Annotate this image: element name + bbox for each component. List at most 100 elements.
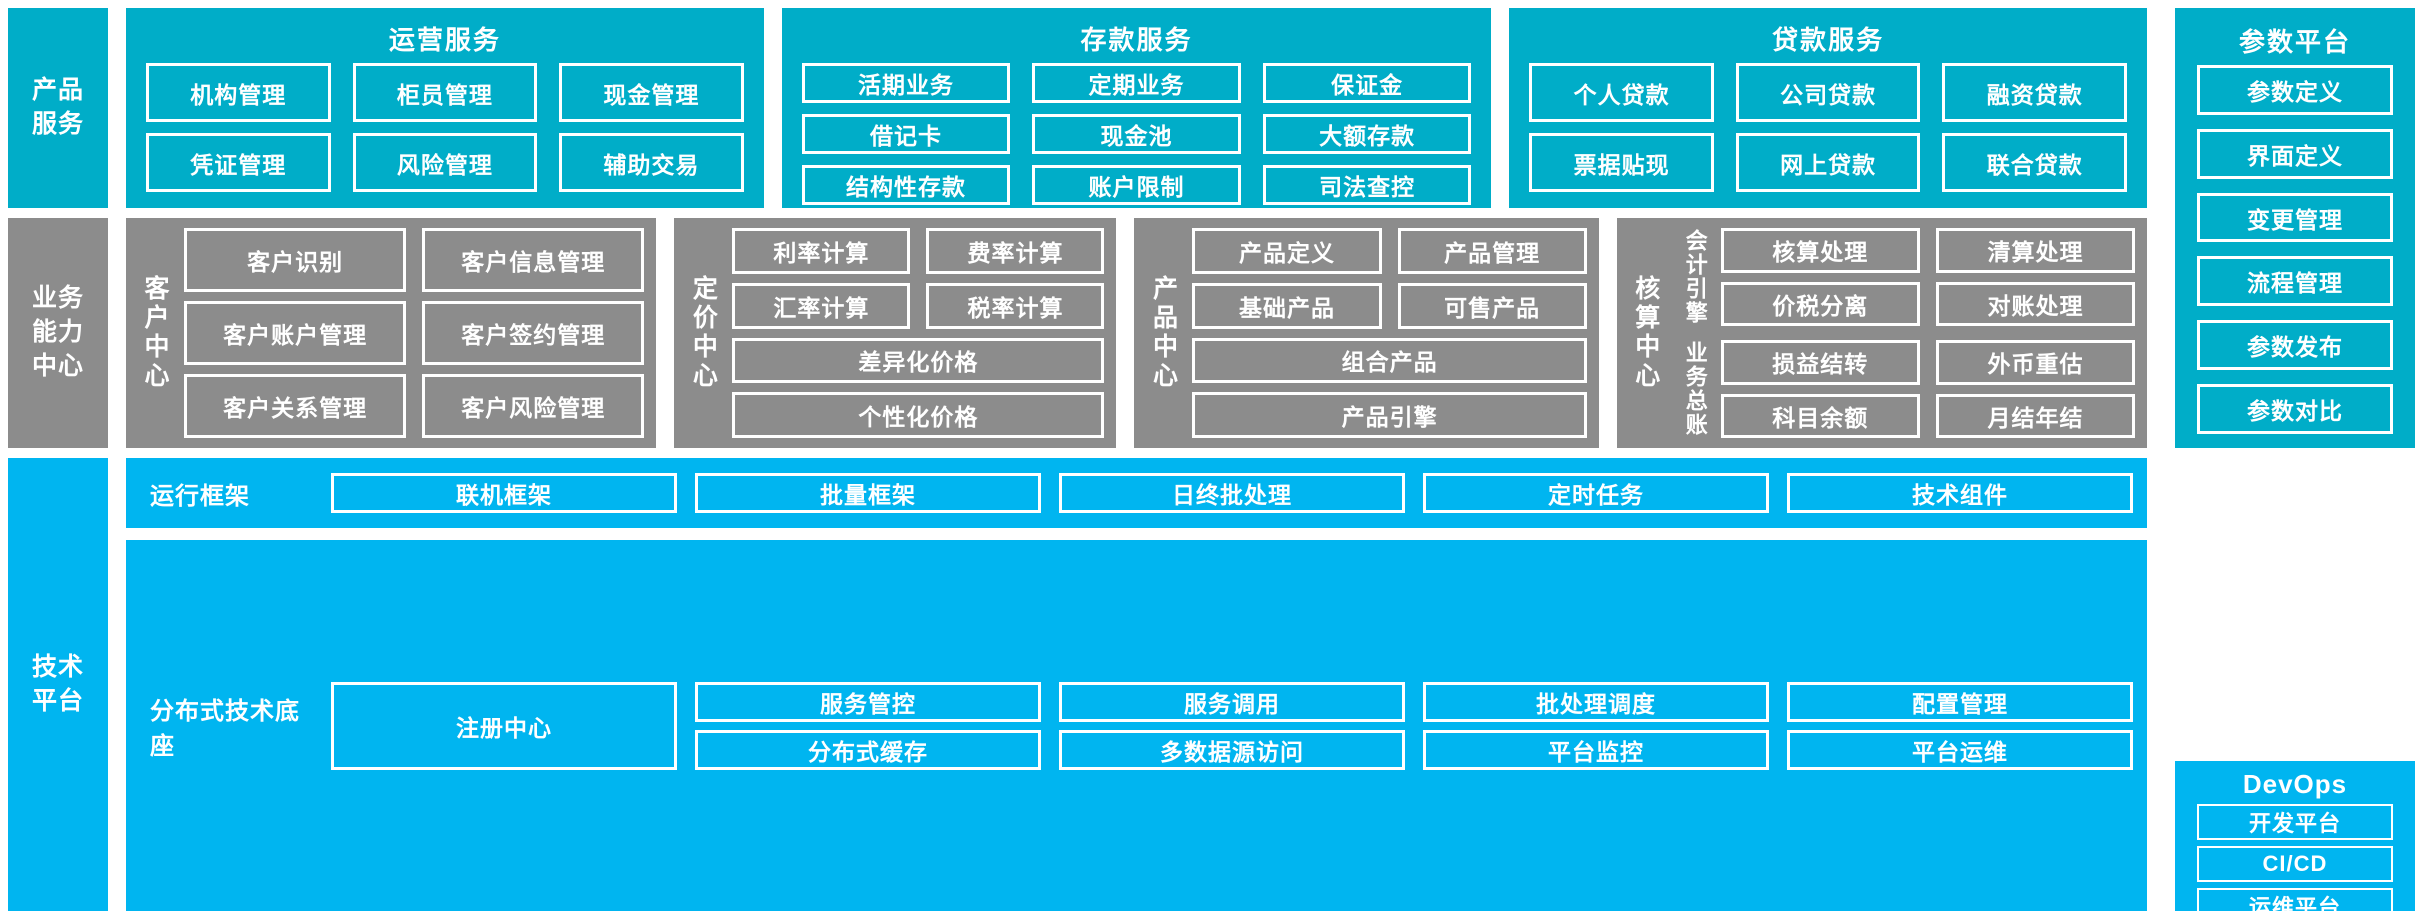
business-capability-row: 业务能力中心 客户中心 客户识别 客户信息管理 客户账户管理 客户签约管理 客户…: [8, 218, 2415, 448]
service-item[interactable]: 辅助交易: [559, 133, 744, 192]
center-item[interactable]: 科目余额: [1720, 393, 1920, 438]
center-item[interactable]: 组合产品: [1192, 337, 1587, 384]
parameter-item[interactable]: 参数发布: [2197, 320, 2393, 371]
center-item[interactable]: 客户识别: [184, 228, 407, 292]
service-item[interactable]: 柜员管理: [352, 63, 538, 122]
tech-item[interactable]: 服务管控: [695, 681, 1041, 722]
band-name-label: 分布式技术底座: [150, 697, 300, 760]
center-name-label: 产品中心: [1149, 275, 1178, 391]
operations-items-grid: 机构管理 柜员管理 现金管理 凭证管理 风险管理 辅助交易: [126, 57, 764, 208]
center-item[interactable]: 费率计算: [926, 228, 1105, 274]
service-group-title: 贷款服务: [1772, 25, 1885, 55]
center-item[interactable]: 价税分离: [1720, 281, 1920, 326]
devops-item[interactable]: 开发平台: [2197, 804, 2393, 840]
service-item[interactable]: 联合贷款: [1942, 133, 2128, 192]
center-item[interactable]: 客户签约管理: [422, 301, 645, 365]
customer-items-grid: 客户识别 客户信息管理 客户账户管理 客户签约管理 客户关系管理 客户风险管理: [184, 228, 645, 438]
service-item[interactable]: 票据贴现: [1529, 133, 1714, 192]
service-item[interactable]: 现金管理: [559, 63, 744, 122]
center-customer: 客户中心 客户识别 客户信息管理 客户账户管理 客户签约管理 客户关系管理 客户…: [126, 218, 657, 448]
service-item[interactable]: 现金池: [1032, 114, 1241, 154]
devops-panel: DevOps 开发平台 CI/CD 运维平台: [2175, 761, 2415, 924]
center-item[interactable]: 损益结转: [1720, 340, 1920, 385]
parameter-item[interactable]: 参数对比: [2197, 384, 2393, 434]
tech-item[interactable]: 平台运维: [1787, 729, 2133, 770]
service-group-operations: 运营服务 机构管理 柜员管理 现金管理 凭证管理 风险管理 辅助交易: [126, 8, 764, 208]
service-item[interactable]: 融资贷款: [1942, 63, 2128, 122]
service-group-title: 运营服务: [388, 25, 501, 55]
service-item[interactable]: 结构性存款: [801, 165, 1011, 205]
center-item[interactable]: 汇率计算: [732, 282, 911, 329]
center-item[interactable]: 基础产品: [1192, 282, 1382, 329]
engine-items-grid: 核算处理 清算处理 价税分离 对账处理: [1720, 228, 2136, 326]
center-item[interactable]: 产品引擎: [1192, 392, 1587, 438]
service-item[interactable]: 账户限制: [1032, 165, 1241, 205]
tech-item[interactable]: 定时任务: [1423, 473, 1769, 513]
tech-item[interactable]: 技术组件: [1787, 473, 2133, 513]
center-item[interactable]: 可售产品: [1397, 282, 1587, 329]
right-rail: 参数平台 参数定义 界面定义 变更管理 流程管理 参数发布 参数对比 DevOp…: [2175, 8, 2415, 924]
tech-item[interactable]: 联机框架: [331, 473, 677, 513]
tech-band-runtime: 运行框架 联机框架 批量框架 日终批处理 定时任务 技术组件: [126, 458, 2147, 528]
tech-platform-row: 技术平台 运行框架 联机框架 批量框架 日终批处理 定时任务 技术组件 分布式技…: [8, 458, 2415, 911]
band-name-label: 运行框架: [150, 482, 250, 510]
center-item[interactable]: 个性化价格: [732, 392, 1105, 438]
center-item[interactable]: 外币重估: [1935, 340, 2136, 385]
service-group-deposit: 存款服务 活期业务 定期业务 保证金 借记卡 现金池 大额存款 结构性存款 账户…: [781, 8, 1492, 208]
service-item[interactable]: 活期业务: [801, 63, 1011, 103]
center-product: 产品中心 产品定义 产品管理 基础产品 可售产品 组合产品 产品引擎: [1134, 218, 1599, 448]
tech-item[interactable]: 平台监控: [1423, 729, 1769, 770]
service-item[interactable]: 风险管理: [352, 133, 538, 192]
devops-items-list: 开发平台 CI/CD 运维平台: [2197, 800, 2393, 924]
service-item[interactable]: 司法查控: [1262, 165, 1472, 205]
center-item[interactable]: 差异化价格: [732, 337, 1105, 384]
service-item[interactable]: 公司贷款: [1735, 63, 1921, 122]
accounting-subgroups: 会计引擎 核算处理 清算处理 价税分离 对账处理 业务总账 损益结转 外币重估 …: [1675, 228, 2136, 438]
center-item[interactable]: 客户风险管理: [422, 374, 645, 438]
service-item[interactable]: 网上贷款: [1735, 133, 1921, 192]
center-item[interactable]: 清算处理: [1935, 228, 2136, 273]
parameter-item[interactable]: 流程管理: [2197, 256, 2393, 307]
center-item[interactable]: 税率计算: [926, 282, 1105, 329]
ledger-items-grid: 损益结转 外币重估 科目余额 月结年结: [1720, 340, 2136, 438]
center-item[interactable]: 对账处理: [1935, 281, 2136, 326]
tech-item[interactable]: 批量框架: [695, 473, 1041, 513]
product-services-row: 产品服务 运营服务 机构管理 柜员管理 现金管理 凭证管理 风险管理 辅助交易 …: [8, 8, 2415, 208]
tech-item[interactable]: 分布式缓存: [695, 729, 1041, 770]
center-pricing: 定价中心 利率计算 费率计算 汇率计算 税率计算 差异化价格 个性化价格: [674, 218, 1117, 448]
tech-band-foundation: 分布式技术底座 注册中心 服务管控 服务调用 批处理调度 配置管理 分布式缓存 …: [126, 540, 2147, 911]
center-item[interactable]: 产品定义: [1192, 228, 1382, 274]
tech-item[interactable]: 日终批处理: [1059, 473, 1405, 513]
parameter-item[interactable]: 参数定义: [2197, 65, 2393, 115]
center-item[interactable]: 客户账户管理: [184, 301, 407, 365]
center-item[interactable]: 客户关系管理: [184, 374, 407, 438]
service-item[interactable]: 大额存款: [1262, 114, 1472, 154]
tech-item[interactable]: 服务调用: [1059, 681, 1405, 722]
service-item[interactable]: 凭证管理: [146, 133, 331, 192]
center-item[interactable]: 客户信息管理: [422, 228, 645, 292]
service-item[interactable]: 个人贷款: [1529, 63, 1714, 122]
devops-item[interactable]: CI/CD: [2197, 846, 2393, 882]
subgroup-name-label: 业务总账: [1682, 341, 1708, 437]
business-capability-label: 业务能力中心: [8, 218, 108, 448]
service-item[interactable]: 借记卡: [801, 114, 1011, 154]
service-item[interactable]: 保证金: [1262, 63, 1472, 103]
center-item[interactable]: 产品管理: [1397, 228, 1587, 274]
center-item[interactable]: 核算处理: [1720, 228, 1920, 273]
tech-item[interactable]: 批处理调度: [1423, 681, 1769, 722]
center-item[interactable]: 利率计算: [732, 228, 911, 274]
parameter-platform-panel: 参数平台 参数定义 界面定义 变更管理 流程管理 参数发布 参数对比: [2175, 8, 2415, 448]
parameter-item[interactable]: 界面定义: [2197, 128, 2393, 179]
accounting-subgroup-ledger: 业务总账 损益结转 外币重估 科目余额 月结年结: [1675, 340, 2136, 438]
pricing-items-grid: 利率计算 费率计算 汇率计算 税率计算 差异化价格 个性化价格: [732, 228, 1105, 438]
foundation-items-grid: 注册中心 服务管控 服务调用 批处理调度 配置管理 分布式缓存 多数据源访问 平…: [331, 681, 2133, 770]
service-item[interactable]: 定期业务: [1032, 63, 1241, 103]
center-item[interactable]: 月结年结: [1935, 393, 2136, 438]
tech-item[interactable]: 多数据源访问: [1059, 729, 1405, 770]
deposit-items-grid: 活期业务 定期业务 保证金 借记卡 现金池 大额存款 结构性存款 账户限制 司法…: [782, 57, 1492, 221]
service-item[interactable]: 机构管理: [146, 63, 331, 122]
tech-item[interactable]: 配置管理: [1787, 681, 2133, 722]
tech-item-anchor[interactable]: 注册中心: [331, 681, 677, 770]
parameter-item[interactable]: 变更管理: [2197, 192, 2393, 243]
